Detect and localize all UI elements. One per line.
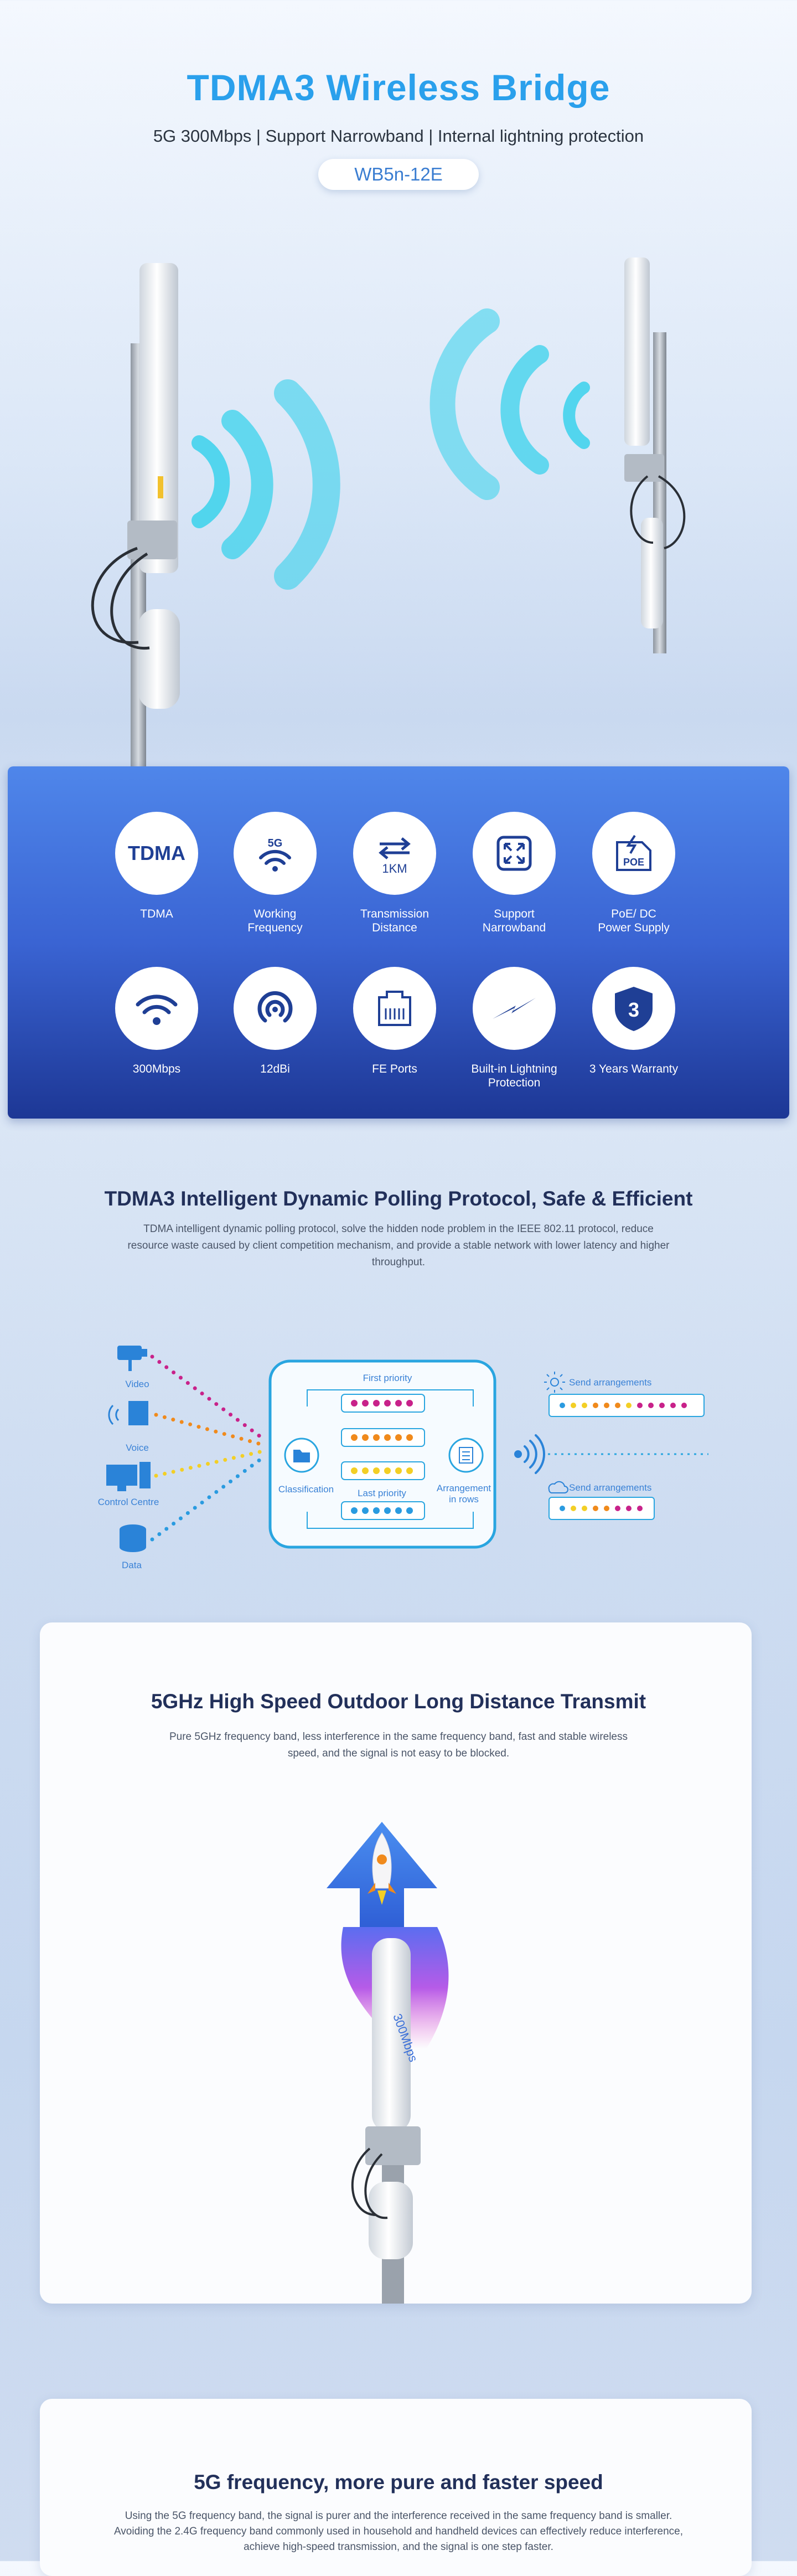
5g-text: 5G xyxy=(268,837,283,849)
frequency-card xyxy=(40,2399,752,2576)
queue-second xyxy=(341,1428,425,1447)
rocket-antenna-illustration: 300Mbps xyxy=(327,1822,449,2304)
source-data: Data xyxy=(122,1560,142,1570)
send-label-1: Send arrangements xyxy=(569,1377,651,1388)
polling-body: TDMA intelligent dynamic polling protoco… xyxy=(127,1223,670,1268)
speed-bracket xyxy=(365,2126,421,2165)
antenna-gain-icon xyxy=(234,967,317,1050)
warranty-number: 3 xyxy=(628,998,639,1021)
left-bracket xyxy=(127,521,177,559)
distance-text: 1KM xyxy=(382,862,407,875)
hero-title: TDMA3 Wireless Bridge xyxy=(187,67,610,108)
distance-arrows-icon: 1KM xyxy=(353,812,436,895)
control-centre-icon xyxy=(106,1462,151,1491)
scheduler-box xyxy=(268,1359,496,1549)
left-antenna xyxy=(139,263,178,573)
feature-label: 3 Years Warranty xyxy=(589,1063,679,1075)
video-icon xyxy=(117,1346,147,1371)
lightning-icon xyxy=(473,967,556,1050)
feature-warranty: 3 3 Years Warranty xyxy=(578,967,689,1076)
source-video: Video xyxy=(125,1379,149,1389)
feature-label: 12dBi xyxy=(260,1063,290,1075)
feature-gain: 12dBi xyxy=(220,967,330,1076)
last-priority-label: Last priority xyxy=(358,1488,406,1498)
speed-antenna xyxy=(372,1938,411,2132)
frequency-body: Using the 5G frequency band, the signal … xyxy=(113,2510,684,2553)
speed-body: Pure 5GHz frequency band, less interfere… xyxy=(169,1731,628,1759)
polling-diagram: Video Voice Control Centre Data First pr… xyxy=(98,1346,708,1570)
polling-title: TDMA3 Intelligent Dynamic Polling Protoc… xyxy=(104,1187,693,1210)
feature-label: FE Ports xyxy=(372,1063,417,1075)
cloud-icon xyxy=(548,1481,568,1493)
arrangement-label-1: Arrangement xyxy=(437,1483,491,1493)
queue-third xyxy=(341,1461,425,1480)
feature-speed: 300Mbps xyxy=(101,967,212,1076)
first-priority-label: First priority xyxy=(363,1373,412,1383)
hero-subtitle: 5G 300Mbps | Support Narrowband | Intern… xyxy=(153,126,644,146)
source-voice: Voice xyxy=(126,1442,149,1453)
speed-radio-unit xyxy=(369,2182,413,2259)
right-antenna xyxy=(624,257,650,446)
source-control: Control Centre xyxy=(98,1497,159,1507)
data-icon xyxy=(120,1524,146,1552)
feature-label: TDMA xyxy=(140,908,173,920)
feature-label: 300Mbps xyxy=(132,1063,181,1075)
rocket-icon xyxy=(368,1832,396,1905)
product-illustration xyxy=(91,257,686,770)
model-badge: WB5n-12E xyxy=(318,159,479,190)
queue-first xyxy=(341,1394,425,1413)
tdma-text-icon: TDMA xyxy=(115,812,198,895)
voice-icon xyxy=(108,1401,148,1425)
sun-icon xyxy=(544,1372,565,1393)
frequency-title: 5G frequency, more pure and faster speed xyxy=(194,2471,603,2493)
poe-icon: POE xyxy=(592,812,675,895)
signal-icon xyxy=(514,1434,546,1474)
send-row-2 xyxy=(548,1497,655,1520)
wifi-icon xyxy=(115,967,198,1050)
warranty-shield-icon: 3 xyxy=(592,967,675,1050)
feature-ports: FE Ports xyxy=(339,967,450,1076)
5g-wifi-icon: 5G xyxy=(234,812,317,895)
right-radio-unit xyxy=(641,518,663,628)
ethernet-port-icon xyxy=(353,967,436,1050)
send-label-2: Send arrangements xyxy=(569,1482,651,1493)
right-bracket xyxy=(624,454,664,482)
speed-title: 5GHz High Speed Outdoor Long Distance Tr… xyxy=(151,1690,646,1713)
queue-last xyxy=(341,1501,425,1520)
classification-label: Classification xyxy=(278,1484,334,1495)
narrowband-icon xyxy=(473,812,556,895)
feature-tdma: TDMA TDMA xyxy=(101,812,212,921)
poe-text: POE xyxy=(623,857,644,868)
arrangement-label-2: in rows xyxy=(449,1494,479,1505)
left-radio-unit xyxy=(138,609,180,709)
